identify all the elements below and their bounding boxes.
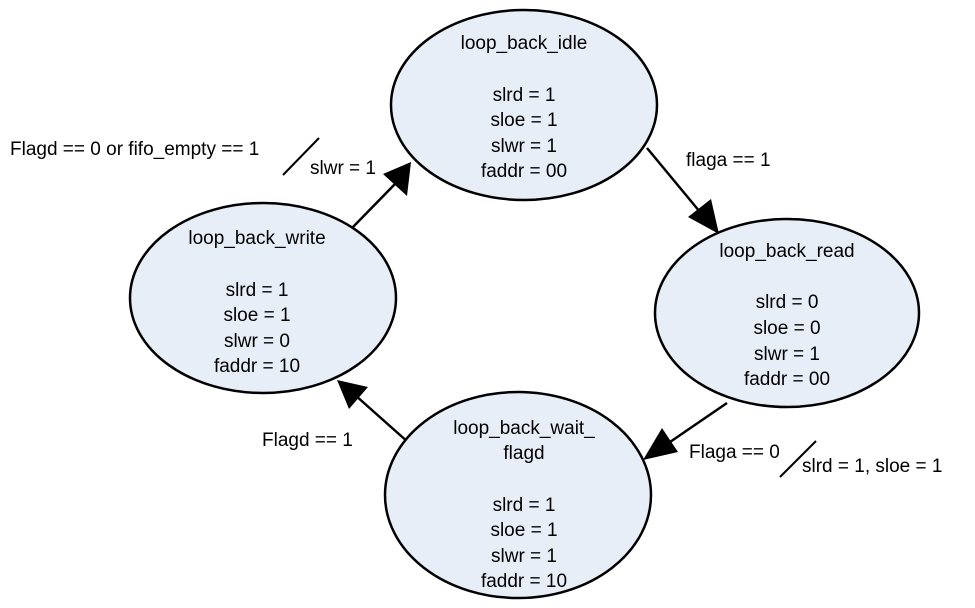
transition-action-write-to-idle: slwr = 1 bbox=[310, 158, 376, 179]
transition-action-read-to-wait: slrd = 1, sloe = 1 bbox=[802, 456, 942, 477]
arrow-head-icon bbox=[688, 199, 719, 234]
state-output: faddr = 00 bbox=[744, 369, 830, 390]
state-loop-back-wait-flagd: loop_back_wait_ flagd slrd = 1 sloe = 1 … bbox=[383, 390, 653, 600]
state-name: loop_back_write bbox=[188, 228, 325, 249]
state-output: slrd = 1 bbox=[493, 495, 556, 516]
state-name: flagd bbox=[503, 443, 544, 464]
state-output: sloe = 1 bbox=[490, 520, 557, 541]
arrow-head-icon bbox=[337, 380, 368, 409]
state-ellipse bbox=[653, 217, 921, 409]
state-output: slwr = 0 bbox=[224, 331, 290, 352]
state-output: slwr = 1 bbox=[754, 344, 820, 365]
state-output: slrd = 1 bbox=[493, 85, 556, 106]
action-divider-slash bbox=[282, 137, 320, 176]
edge-wait-to-write bbox=[337, 380, 410, 444]
state-output: faddr = 10 bbox=[214, 356, 300, 377]
action-divider-slash bbox=[779, 440, 817, 478]
transition-label-read-to-wait: Flaga == 0 bbox=[689, 442, 780, 463]
state-output: faddr = 00 bbox=[481, 161, 567, 182]
state-output: sloe = 1 bbox=[490, 110, 557, 131]
transition-label-wait-to-write: Flagd == 1 bbox=[262, 430, 353, 451]
state-name: loop_back_wait_ bbox=[453, 418, 595, 439]
state-ellipse bbox=[128, 201, 398, 395]
state-name: loop_back_idle bbox=[461, 33, 588, 54]
state-ellipse bbox=[389, 8, 659, 202]
state-output: slwr = 1 bbox=[491, 546, 557, 567]
edge-idle-to-read bbox=[646, 147, 719, 234]
arrow-head-icon bbox=[643, 428, 678, 460]
state-output: sloe = 0 bbox=[753, 318, 820, 339]
edge-write-to-idle bbox=[351, 162, 411, 229]
arrow-head-icon bbox=[383, 162, 411, 196]
edge-read-to-wait bbox=[643, 401, 728, 460]
state-ellipse bbox=[383, 390, 653, 600]
state-output: slrd = 1 bbox=[226, 280, 289, 301]
state-output: faddr = 10 bbox=[481, 571, 567, 592]
state-loop-back-write: loop_back_write slrd = 1 sloe = 1 slwr =… bbox=[128, 201, 398, 395]
state-loop-back-read: loop_back_read slrd = 0 sloe = 0 slwr = … bbox=[653, 217, 921, 409]
state-loop-back-idle: loop_back_idle slrd = 1 sloe = 1 slwr = … bbox=[389, 8, 659, 202]
state-output: slrd = 0 bbox=[756, 292, 819, 313]
state-output: sloe = 1 bbox=[223, 305, 290, 326]
state-name: loop_back_read bbox=[719, 241, 854, 262]
transition-label-write-to-idle: Flagd == 0 or fifo_empty == 1 bbox=[10, 139, 259, 160]
state-output: slwr = 1 bbox=[491, 136, 557, 157]
transition-label-idle-to-read: flaga == 1 bbox=[686, 150, 771, 171]
